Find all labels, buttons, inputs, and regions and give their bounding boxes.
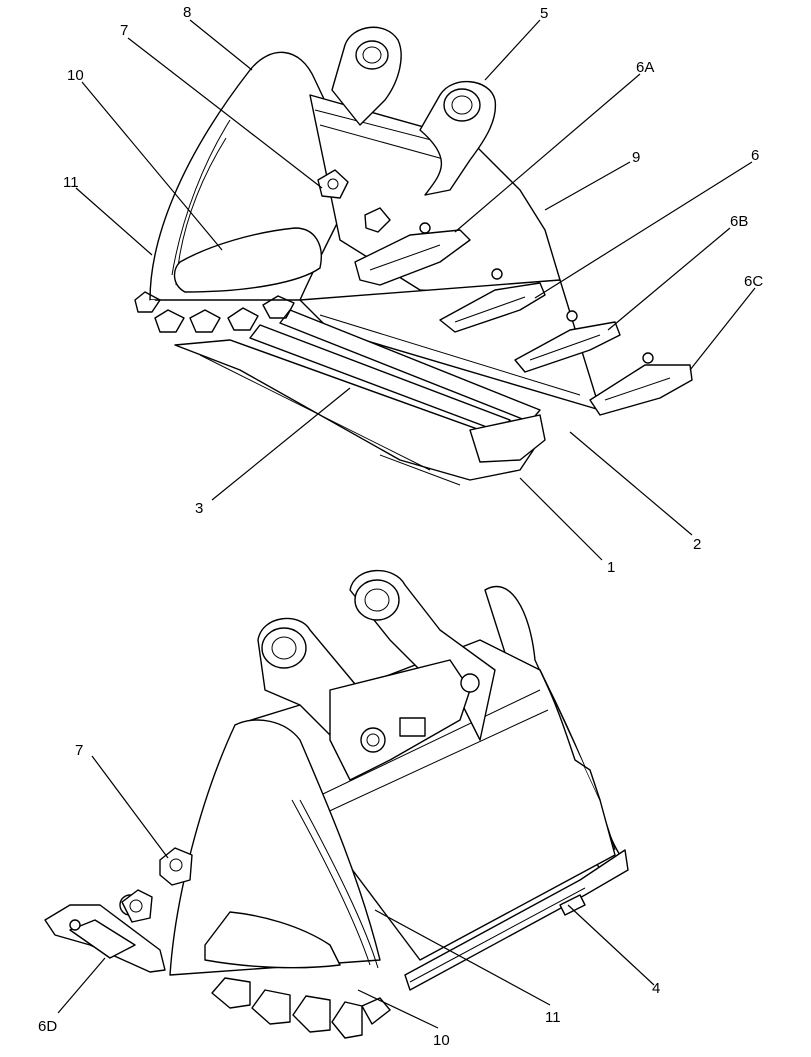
upper-pin-boss-left [331,26,402,126]
callout-2: 2 [693,536,701,553]
lower-rear-lip [539,669,601,801]
lower-bucket: CAT CAT CAT CAT [44,569,629,1039]
callout-6a: 6A [636,59,654,76]
callout-4: 4 [652,980,660,997]
upper-cutting-edge [174,339,541,481]
upper-leaders [75,19,756,561]
callout-5: 5 [540,5,548,22]
callout-3: 3 [195,500,203,517]
upper-end-bit [469,414,546,463]
callout-10: 10 [67,67,84,84]
lower-callouts: 7 4 11 10 6D [38,742,660,1049]
tooth-brand-label: CAT [233,316,249,325]
upper-bucket: CAT CAT CAT CAT CAT [134,26,693,486]
callout-6c: 6C [744,273,763,290]
tooth-6a [354,229,471,286]
callout-6: 6 [751,147,759,164]
lower-link-plate [329,659,480,781]
upper-callouts: 8 7 10 11 5 6A 9 6 6B 6C 3 1 2 [63,4,763,576]
upper-front-teeth: CAT CAT CAT CAT CAT [134,291,295,333]
tooth-brand-label: CAT [195,318,211,327]
callout-8: 8 [183,4,191,21]
callout-10: 10 [433,1032,450,1049]
tooth-brand-label: CAT [297,1013,313,1022]
tooth-brand-label: CAT [139,299,155,308]
callout-1: 1 [607,559,615,576]
upper-tooth-row [354,222,693,416]
lower-leaders [57,755,655,1029]
callout-6d: 6D [38,1018,57,1035]
tooth-6c [589,364,693,416]
lower-left-side-plate [169,719,381,976]
upper-wear-pad [173,227,322,293]
lower-front-teeth: CAT CAT CAT CAT [211,977,391,1039]
upper-lifting-eye [317,169,391,233]
tooth-brand-label: CAT [217,990,233,999]
callout-9: 9 [632,149,640,166]
callout-7: 7 [120,22,128,39]
callout-11: 11 [63,174,79,191]
upper-pin-boss-right [419,81,497,196]
lower-lifting-eye [121,847,193,923]
lower-wear-pad [204,911,341,969]
tooth-brand-label: CAT [257,1005,273,1014]
callout-7: 7 [75,742,83,759]
tooth-brand-label: CAT [160,318,176,327]
tooth-brand-label: CAT [336,1020,352,1029]
callout-11: 11 [545,1009,561,1026]
tooth-brand-label: CAT [268,304,284,313]
callout-6b: 6B [730,213,748,230]
tooth-6 [439,282,546,333]
